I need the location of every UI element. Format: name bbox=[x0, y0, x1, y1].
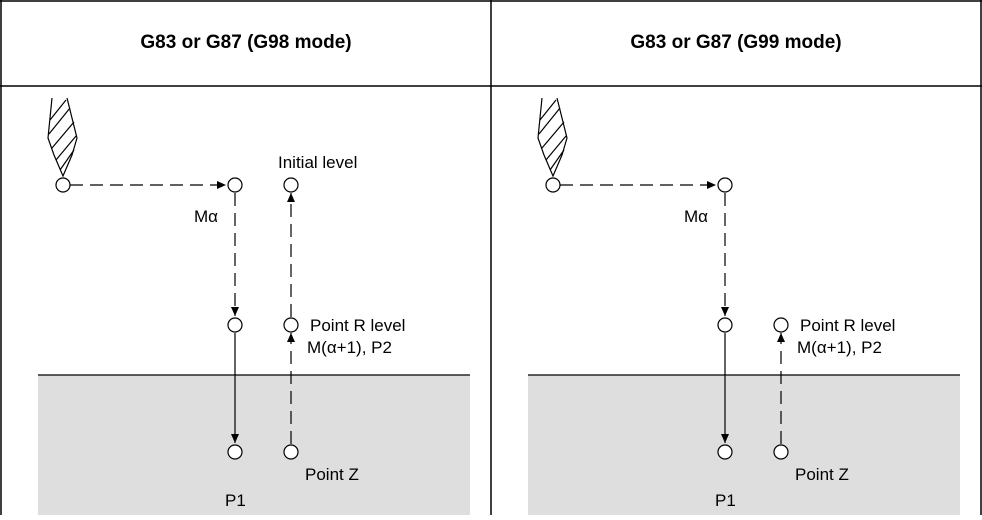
start-point bbox=[55, 177, 71, 193]
m-alpha-plus-1-label: M(α+1), P2 bbox=[797, 338, 882, 357]
panel-title-g98: G83 or G87 (G98 mode) bbox=[140, 32, 352, 53]
point-r-right bbox=[283, 317, 299, 333]
initial-level-label: Initial level bbox=[278, 153, 357, 172]
start-point bbox=[545, 177, 561, 193]
panel-title-g99: G83 or G87 (G99 mode) bbox=[630, 32, 842, 53]
panel-g99: Mα Point R level M(α+1), P2 Point Z P1 bbox=[528, 97, 960, 515]
tool-path-g99 bbox=[560, 181, 785, 444]
hole-position-point bbox=[227, 177, 243, 193]
workpiece-g98 bbox=[38, 375, 470, 515]
point-r-right bbox=[773, 317, 789, 333]
position-points-g98 bbox=[55, 177, 299, 460]
m-alpha-plus-1-label: M(α+1), P2 bbox=[307, 338, 392, 357]
p1-label: P1 bbox=[225, 491, 246, 510]
tool-path-g98 bbox=[70, 181, 295, 444]
m-alpha-label: Mα bbox=[684, 207, 708, 226]
p1-point bbox=[227, 444, 243, 460]
initial-level-point bbox=[283, 177, 299, 193]
hole-position-point bbox=[717, 177, 733, 193]
point-z-label: Point Z bbox=[305, 465, 359, 484]
workpiece-g99 bbox=[528, 375, 960, 515]
panel-g98: Initial level Mα Point R level M(α+1), P… bbox=[38, 97, 470, 515]
position-points-g99 bbox=[545, 177, 789, 460]
point-r-left bbox=[717, 317, 733, 333]
point-r-left bbox=[227, 317, 243, 333]
point-r-level-label: Point R level bbox=[310, 316, 405, 335]
p1-point bbox=[717, 444, 733, 460]
m-alpha-label: Mα bbox=[194, 207, 218, 226]
point-z bbox=[773, 444, 789, 460]
point-r-level-label: Point R level bbox=[800, 316, 895, 335]
drill-bit-icon bbox=[537, 97, 568, 178]
point-z-label: Point Z bbox=[795, 465, 849, 484]
p1-label: P1 bbox=[715, 491, 736, 510]
point-z bbox=[283, 444, 299, 460]
drill-bit-icon bbox=[47, 97, 78, 178]
